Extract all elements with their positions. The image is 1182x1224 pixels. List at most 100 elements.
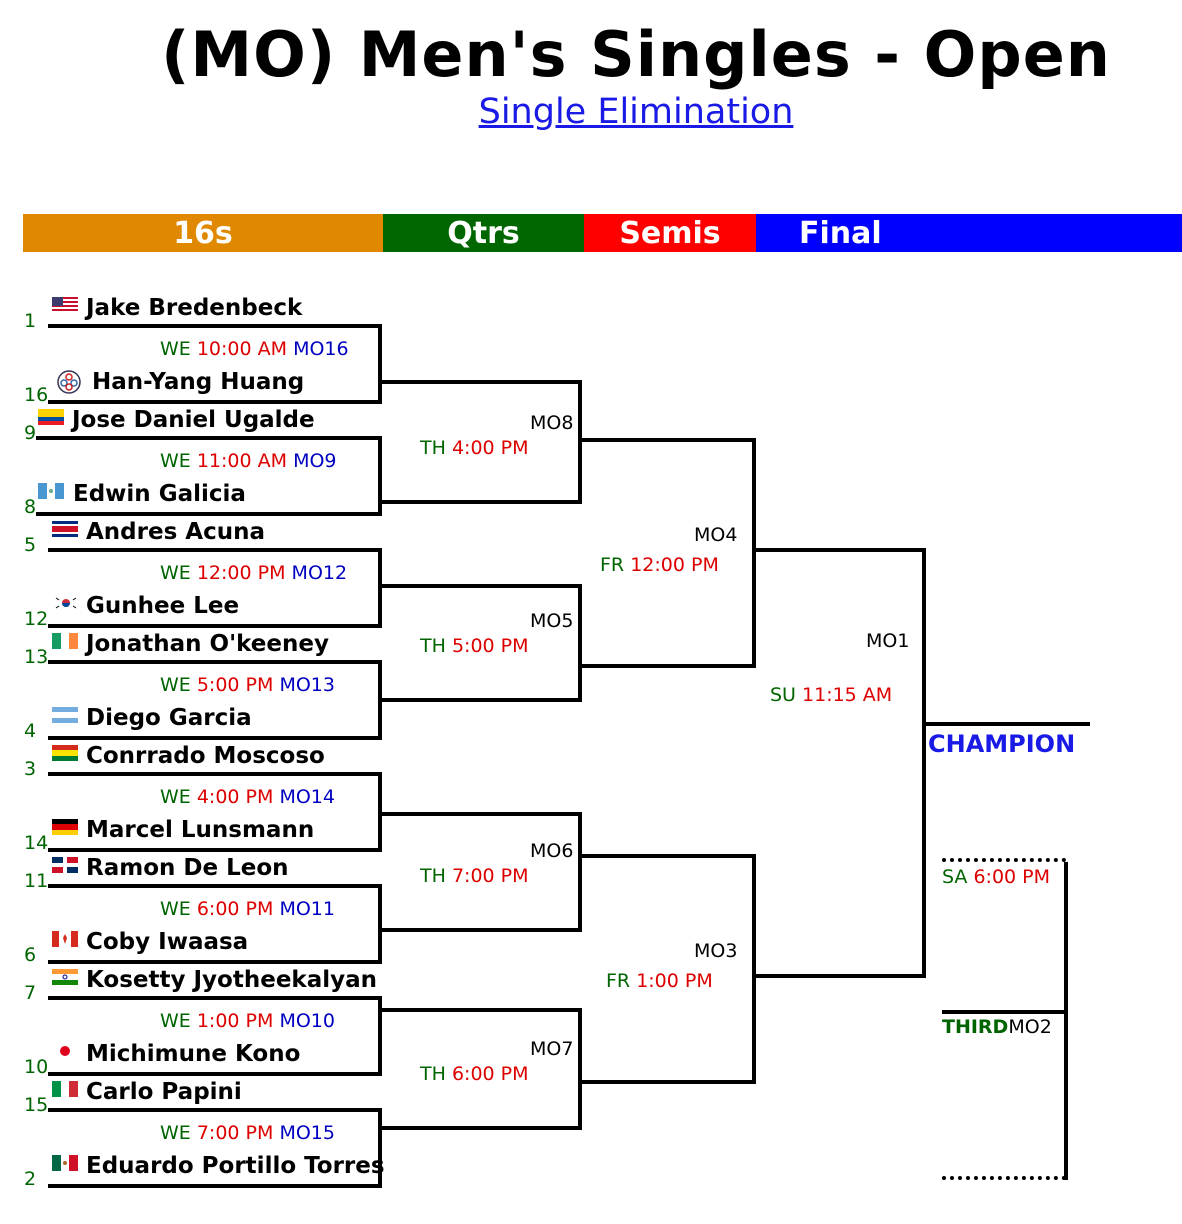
player-name[interactable]: Eduardo Portillo Torres bbox=[86, 1153, 385, 1179]
r16-connector bbox=[378, 660, 382, 740]
qf-schedule: TH 6:00 PM bbox=[420, 1063, 529, 1085]
match-id[interactable]: MO16 bbox=[293, 338, 349, 360]
player-line bbox=[48, 400, 382, 404]
match-id[interactable]: MO14 bbox=[279, 786, 335, 808]
bolivia-flag bbox=[52, 745, 78, 761]
match-time: 4:00 PM bbox=[451, 437, 529, 459]
match-id[interactable]: MO9 bbox=[293, 450, 337, 472]
match-id[interactable]: MO3 bbox=[694, 940, 738, 962]
match-id[interactable]: MO5 bbox=[530, 610, 574, 632]
guatemala-flag bbox=[38, 483, 64, 499]
match-time: 7:00 PM bbox=[196, 1122, 274, 1144]
match-id[interactable]: MO4 bbox=[694, 524, 738, 546]
match-day: WE bbox=[160, 338, 191, 360]
match-day: WE bbox=[160, 450, 191, 472]
player-name[interactable]: Jake Bredenbeck bbox=[86, 295, 303, 321]
qf-line bbox=[382, 1126, 582, 1130]
player-name[interactable]: Edwin Galicia bbox=[73, 481, 246, 507]
match-id[interactable]: MO13 bbox=[279, 674, 335, 696]
seed-number: 12 bbox=[24, 608, 49, 630]
sf-connector bbox=[752, 854, 756, 1084]
final-line bbox=[756, 548, 926, 552]
player-name[interactable]: Coby Iwaasa bbox=[86, 929, 249, 955]
match-day: FR bbox=[600, 554, 625, 576]
argentina-flag bbox=[52, 707, 78, 723]
player-name[interactable]: Ramon De Leon bbox=[86, 855, 289, 881]
italy-flag bbox=[52, 1081, 78, 1097]
match-day: TH bbox=[420, 437, 446, 459]
match-time: 5:00 PM bbox=[196, 674, 274, 696]
r16-connector bbox=[378, 884, 382, 964]
tpe-flag bbox=[56, 369, 82, 395]
seed-number: 7 bbox=[24, 982, 37, 1004]
player-name[interactable]: Conrrado Moscoso bbox=[86, 743, 325, 769]
match-id[interactable]: MO6 bbox=[530, 840, 574, 862]
third-place-schedule: SA 6:00 PM bbox=[942, 866, 1050, 888]
match-time: 4:00 PM bbox=[196, 786, 274, 808]
round-header-qtrs: Qtrs bbox=[383, 214, 584, 252]
round-header-final: Final bbox=[756, 214, 1182, 252]
qf-schedule: TH 4:00 PM bbox=[420, 437, 529, 459]
player-line bbox=[48, 848, 382, 852]
match-id[interactable]: MO11 bbox=[279, 898, 335, 920]
match-id[interactable]: MO8 bbox=[530, 412, 574, 434]
third-place-line bbox=[942, 1176, 1066, 1180]
match-id[interactable]: MO1 bbox=[866, 630, 910, 652]
player-name[interactable]: Carlo Papini bbox=[86, 1079, 242, 1105]
seed-number: 1 bbox=[24, 310, 37, 332]
player-name[interactable]: Gunhee Lee bbox=[86, 593, 240, 619]
qf-connector bbox=[578, 584, 582, 702]
player-line bbox=[36, 512, 382, 516]
champion-line bbox=[926, 722, 1090, 726]
match-time: 6:00 PM bbox=[451, 1063, 529, 1085]
seed-number: 2 bbox=[24, 1168, 37, 1190]
player-name[interactable]: Han-Yang Huang bbox=[92, 369, 305, 395]
ecuador-flag bbox=[38, 409, 64, 425]
player-line bbox=[48, 548, 382, 552]
qf-schedule: TH 7:00 PM bbox=[420, 865, 529, 887]
seed-number: 15 bbox=[24, 1094, 49, 1116]
r16-schedule: WE 1:00 PM MO10 bbox=[160, 1010, 335, 1032]
match-day: WE bbox=[160, 898, 191, 920]
player-line bbox=[48, 996, 382, 1000]
player-name[interactable]: Michimune Kono bbox=[86, 1041, 301, 1067]
costa-rica-flag bbox=[52, 521, 78, 537]
match-id[interactable]: MO10 bbox=[279, 1010, 335, 1032]
player-name[interactable]: Jonathan O'keeney bbox=[86, 631, 329, 657]
r16-schedule: WE 7:00 PM MO15 bbox=[160, 1122, 335, 1144]
bracket-type-link[interactable]: Single Elimination bbox=[478, 92, 794, 132]
match-time: 11:15 AM bbox=[802, 684, 893, 706]
r16-schedule: WE 5:00 PM MO13 bbox=[160, 674, 335, 696]
match-id[interactable]: MO15 bbox=[279, 1122, 335, 1144]
qf-line bbox=[382, 698, 582, 702]
match-time: 6:00 PM bbox=[973, 866, 1051, 888]
match-id[interactable]: MO12 bbox=[291, 562, 348, 584]
qf-line bbox=[382, 928, 582, 932]
seed-number: 5 bbox=[24, 534, 37, 556]
qf-connector bbox=[578, 1008, 582, 1130]
third-place-winner-line bbox=[942, 1010, 1066, 1014]
player-line bbox=[48, 1184, 382, 1188]
match-id[interactable]: MO7 bbox=[530, 1038, 574, 1060]
seed-number: 10 bbox=[24, 1056, 49, 1078]
player-name[interactable]: Andres Acuna bbox=[86, 519, 265, 545]
r16-connector bbox=[378, 996, 382, 1076]
qf-connector bbox=[578, 380, 582, 504]
player-name[interactable]: Marcel Lunsmann bbox=[86, 817, 315, 843]
qf-line bbox=[382, 1008, 582, 1012]
seed-number: 11 bbox=[24, 870, 49, 892]
sf-connector bbox=[752, 438, 756, 668]
germany-flag bbox=[52, 819, 78, 835]
match-day: SU bbox=[770, 684, 796, 706]
mexico-flag bbox=[52, 1155, 78, 1171]
player-line bbox=[36, 436, 382, 440]
player-name[interactable]: Diego Garcia bbox=[86, 705, 252, 731]
qf-line bbox=[382, 380, 582, 384]
player-line bbox=[48, 624, 382, 628]
player-name[interactable]: Kosetty Jyotheekalyan bbox=[86, 967, 378, 993]
sf-schedule: FR 1:00 PM bbox=[606, 970, 713, 992]
match-id[interactable]: MO2 bbox=[1008, 1016, 1052, 1038]
sf-schedule: FR 12:00 PM bbox=[600, 554, 719, 576]
player-name[interactable]: Jose Daniel Ugalde bbox=[72, 407, 315, 433]
player-line bbox=[48, 960, 382, 964]
